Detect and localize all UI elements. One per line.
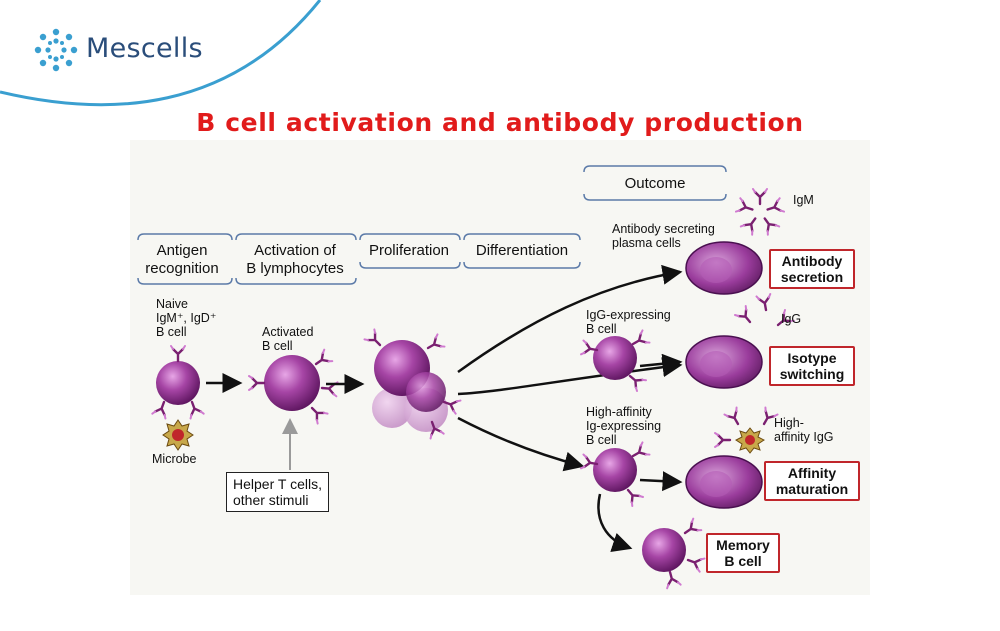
activated-b-cell <box>247 348 339 425</box>
plasma-cell-bottom <box>685 455 763 509</box>
igm-label: IgM <box>793 193 814 207</box>
high-affinity-igg-label: High-affinity IgG <box>774 416 834 444</box>
mescells-logo-icon <box>34 28 78 72</box>
stage-differentiation: Differentiation <box>475 242 569 259</box>
igm-pentamer-icon <box>734 187 786 236</box>
plasma-cell-top <box>685 241 763 295</box>
high-affinity-igg-icon <box>713 406 779 454</box>
microbe-icon <box>162 419 194 451</box>
igg-label: IgG <box>781 312 802 326</box>
brand-name: Mescells <box>86 33 203 64</box>
proliferating-cells <box>363 328 462 440</box>
microbe-label: Microbe <box>152 452 197 466</box>
igg-expressing-b-cell <box>579 329 651 393</box>
high-affinity-b-cell <box>579 441 651 508</box>
page-title: B cell activation and antibody productio… <box>196 108 804 137</box>
stage-outcome: Outcome <box>624 175 686 192</box>
plasma-cell-middle <box>685 335 763 389</box>
stage-proliferation: Proliferation <box>368 242 450 259</box>
memory-b-cell <box>642 517 706 590</box>
helper-t-cells-box: Helper T cells,other stimuli <box>226 472 329 512</box>
naive-b-cell <box>151 344 205 420</box>
